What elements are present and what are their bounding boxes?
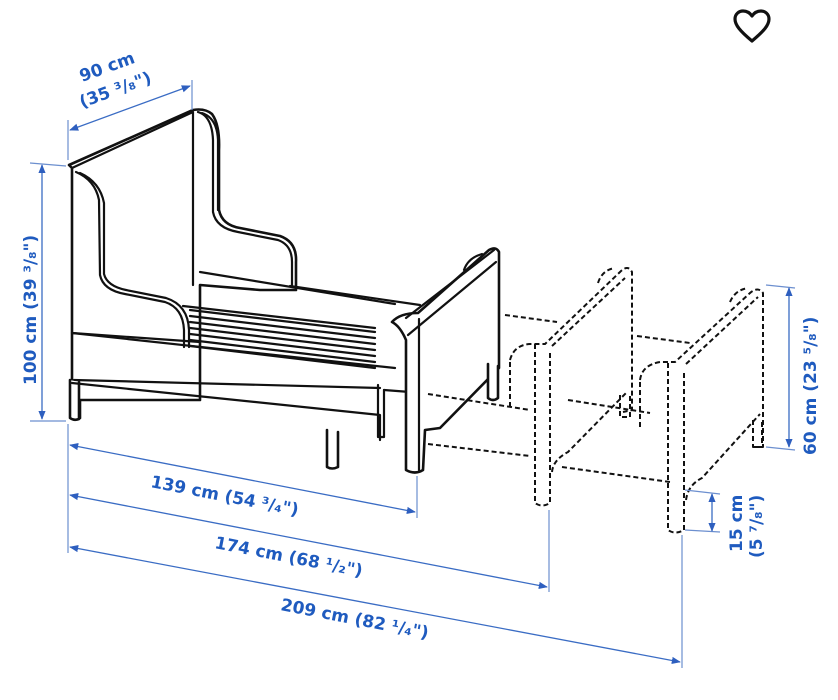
bed-illustration xyxy=(67,108,501,474)
dimension-lengths: 139 cm (54 ³/₄") 174 cm (68 ¹/₂") 209 cm… xyxy=(67,424,683,668)
dimension-leg-height-metric: 15 cm xyxy=(727,495,747,552)
extension-pieces xyxy=(427,267,764,534)
dimension-height-label: 100 cm (39 ³/₈") xyxy=(21,235,41,385)
dimension-footboard-height: 60 cm (23 ⁵/₈") xyxy=(765,284,821,455)
heart-outline-icon xyxy=(733,9,771,43)
favorite-button[interactable] xyxy=(728,6,776,48)
dimension-footboard-height-label: 60 cm (23 ⁵/₈") xyxy=(801,317,821,455)
dimension-height: 100 cm (39 ³/₈") xyxy=(21,162,67,422)
dimension-length-min: 139 cm (54 ³/₄") xyxy=(149,472,300,520)
dimension-leg-height-imperial: (5 ⁷/₈") xyxy=(747,495,767,558)
dimension-length-mid: 174 cm (68 ¹/₂") xyxy=(213,533,364,581)
dimension-length-max: 209 cm (82 ¹/₄") xyxy=(279,595,430,643)
dimension-leg-height: 15 cm (5 ⁷/₈") xyxy=(684,489,767,558)
